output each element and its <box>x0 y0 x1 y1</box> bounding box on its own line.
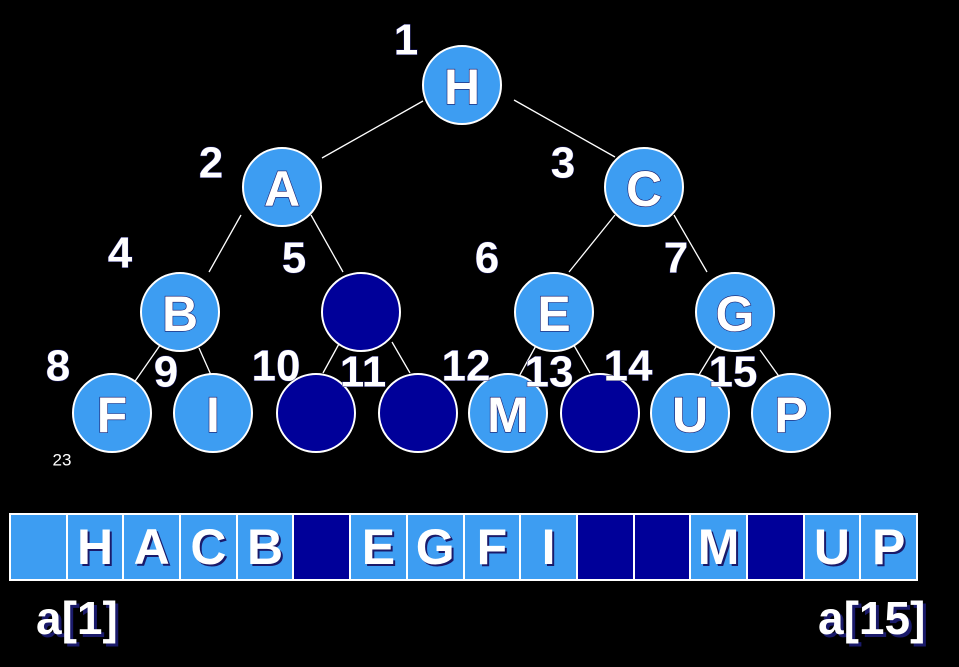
array-cell: B <box>237 515 295 579</box>
array-cell <box>747 515 805 579</box>
array-cell: G <box>407 515 465 579</box>
array-last-index-label: a[15] <box>818 592 926 644</box>
tree-node-index: 1 <box>394 16 418 65</box>
tree-node <box>695 272 775 352</box>
array-cell: C <box>181 515 238 579</box>
tree-edge <box>696 341 720 379</box>
tree-edge <box>208 214 242 273</box>
array-cell: P <box>861 515 916 579</box>
tree-node-index: 5 <box>282 234 306 283</box>
array-cell: M <box>691 515 748 579</box>
tree-node <box>468 373 548 453</box>
tree-node-index: 13 <box>525 348 574 397</box>
tree-node <box>514 272 594 352</box>
tree-node-index: 15 <box>709 348 758 397</box>
array-cell <box>634 515 692 579</box>
tree-node <box>173 373 253 453</box>
tree-node-label: P <box>774 387 807 443</box>
tree-edge <box>391 341 411 374</box>
tree-edge <box>571 341 591 374</box>
tree-node-label: B <box>162 286 198 342</box>
tree-edge <box>130 340 164 388</box>
tree-node-index: 8 <box>46 342 70 391</box>
tree-node-index: 6 <box>475 234 499 283</box>
tree-edge <box>321 100 424 159</box>
array-cell: H <box>67 515 125 579</box>
tree-node-index: 4 <box>108 229 133 278</box>
tree-node-index: 12 <box>442 342 491 391</box>
array-first-index-label: a[1] <box>36 592 118 644</box>
tree-node-label: H <box>444 59 480 115</box>
tree-node-index: 7 <box>664 234 688 283</box>
tree-node-label: M <box>487 387 529 443</box>
tree-node <box>560 373 640 453</box>
tree-node-label: G <box>716 286 755 342</box>
tree-node <box>276 373 356 453</box>
tree-node-index: 14 <box>604 342 653 391</box>
tree-node-label: I <box>206 387 220 443</box>
tree-node <box>140 272 220 352</box>
tree-node <box>604 147 684 227</box>
array-cell <box>294 515 352 579</box>
tree-edge <box>673 214 708 273</box>
array-cell <box>11 515 68 579</box>
tree-node-index: 10 <box>252 342 301 391</box>
tree-node-label: E <box>537 286 570 342</box>
array-cell <box>577 515 635 579</box>
tree-node-label: C <box>626 161 662 217</box>
tree-edge <box>513 99 616 158</box>
tree-node-index: 9 <box>154 348 178 397</box>
tree-node-label: F <box>97 387 128 443</box>
array-cell: F <box>464 515 522 579</box>
tree-node <box>650 373 730 453</box>
tree-node-label: U <box>672 387 708 443</box>
tree-edge <box>310 214 344 273</box>
tree-node-label: A <box>264 161 300 217</box>
tree-node <box>378 373 458 453</box>
tree-node <box>422 45 502 125</box>
tree-node <box>242 147 322 227</box>
tree-node-index: 11 <box>340 348 387 397</box>
tree-node <box>72 373 152 453</box>
tree-node <box>751 373 831 453</box>
tree-nodes: H A C B E G F I M U P <box>72 45 831 453</box>
tree-node-index: 2 <box>199 139 223 188</box>
tree-node <box>321 272 401 352</box>
array-cell: I <box>521 515 578 579</box>
array-cell: A <box>124 515 182 579</box>
slide-number: 23 <box>53 451 72 470</box>
tree-edge <box>568 214 616 273</box>
tree-node-index: 3 <box>551 139 575 188</box>
tree-edge <box>198 347 212 376</box>
array-cell: E <box>351 515 408 579</box>
array-cell: U <box>804 515 862 579</box>
tree-edge <box>322 341 341 374</box>
